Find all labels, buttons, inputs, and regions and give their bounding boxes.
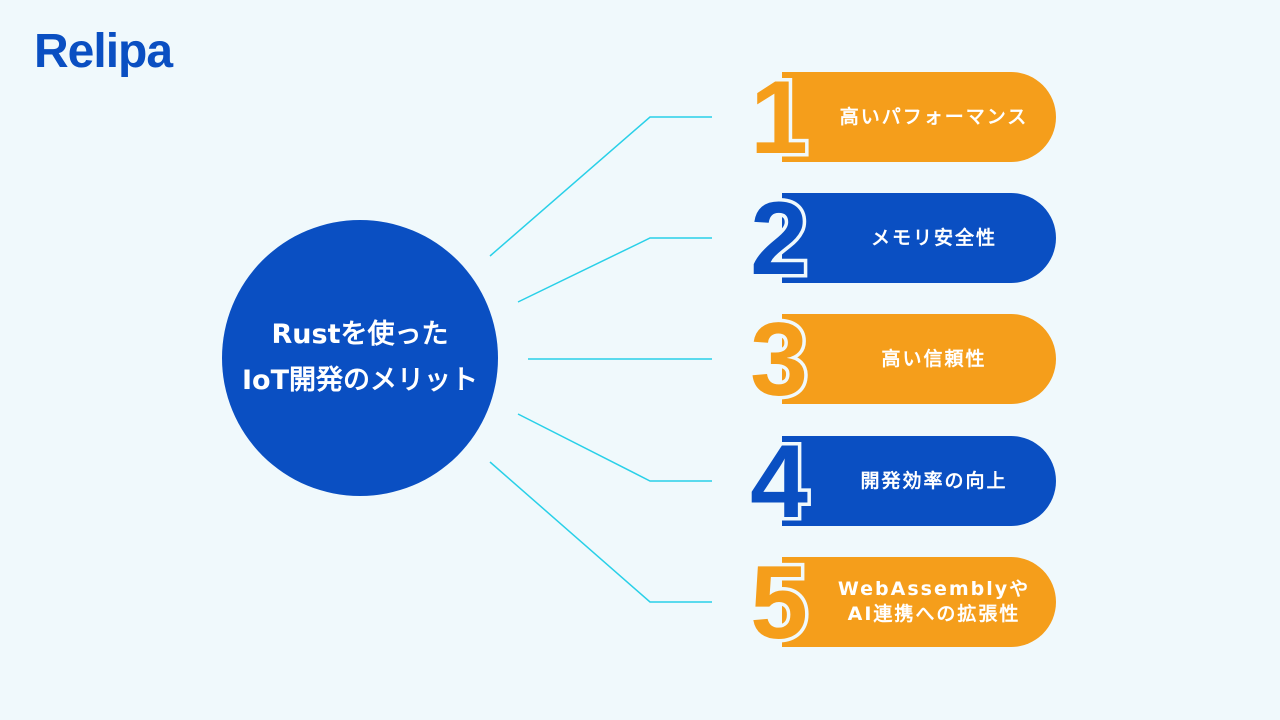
center-title: Rustを使った IoT開発のメリット: [241, 319, 478, 396]
merit-label-4: 開発効率の向上: [860, 469, 1008, 492]
connector-line-1: [489, 116, 712, 257]
connector-line-5: [489, 461, 712, 603]
merit-number-2: 2: [747, 181, 812, 297]
merit-pill-3: 高い信頼性: [782, 314, 1056, 404]
relipa-logo: Relipa: [34, 25, 173, 78]
merit-label-5: WebAssemblyや AI連携への拡張性: [837, 578, 1031, 625]
merit-pill-5: WebAssemblyや AI連携への拡張性: [782, 557, 1056, 647]
merit-label-1: 高いパフォーマンス: [839, 105, 1029, 128]
merit-pill-1: 高いパフォーマンス: [782, 72, 1056, 162]
merit-number-3: 3: [747, 302, 812, 418]
merit-number-5: 5: [747, 545, 812, 661]
center-circle: Rustを使った IoT開発のメリット: [222, 220, 498, 496]
merit-label-3: 高い信頼性: [881, 347, 987, 370]
connector-line-2: [517, 237, 712, 303]
merit-number-1: 1: [747, 60, 812, 176]
merit-number-4: 4: [747, 424, 812, 540]
connector-line-4: [517, 413, 712, 482]
merit-pill-2: メモリ安全性: [782, 193, 1056, 283]
merit-label-2: メモリ安全性: [870, 226, 997, 249]
merit-pill-4: 開発効率の向上: [782, 436, 1056, 526]
